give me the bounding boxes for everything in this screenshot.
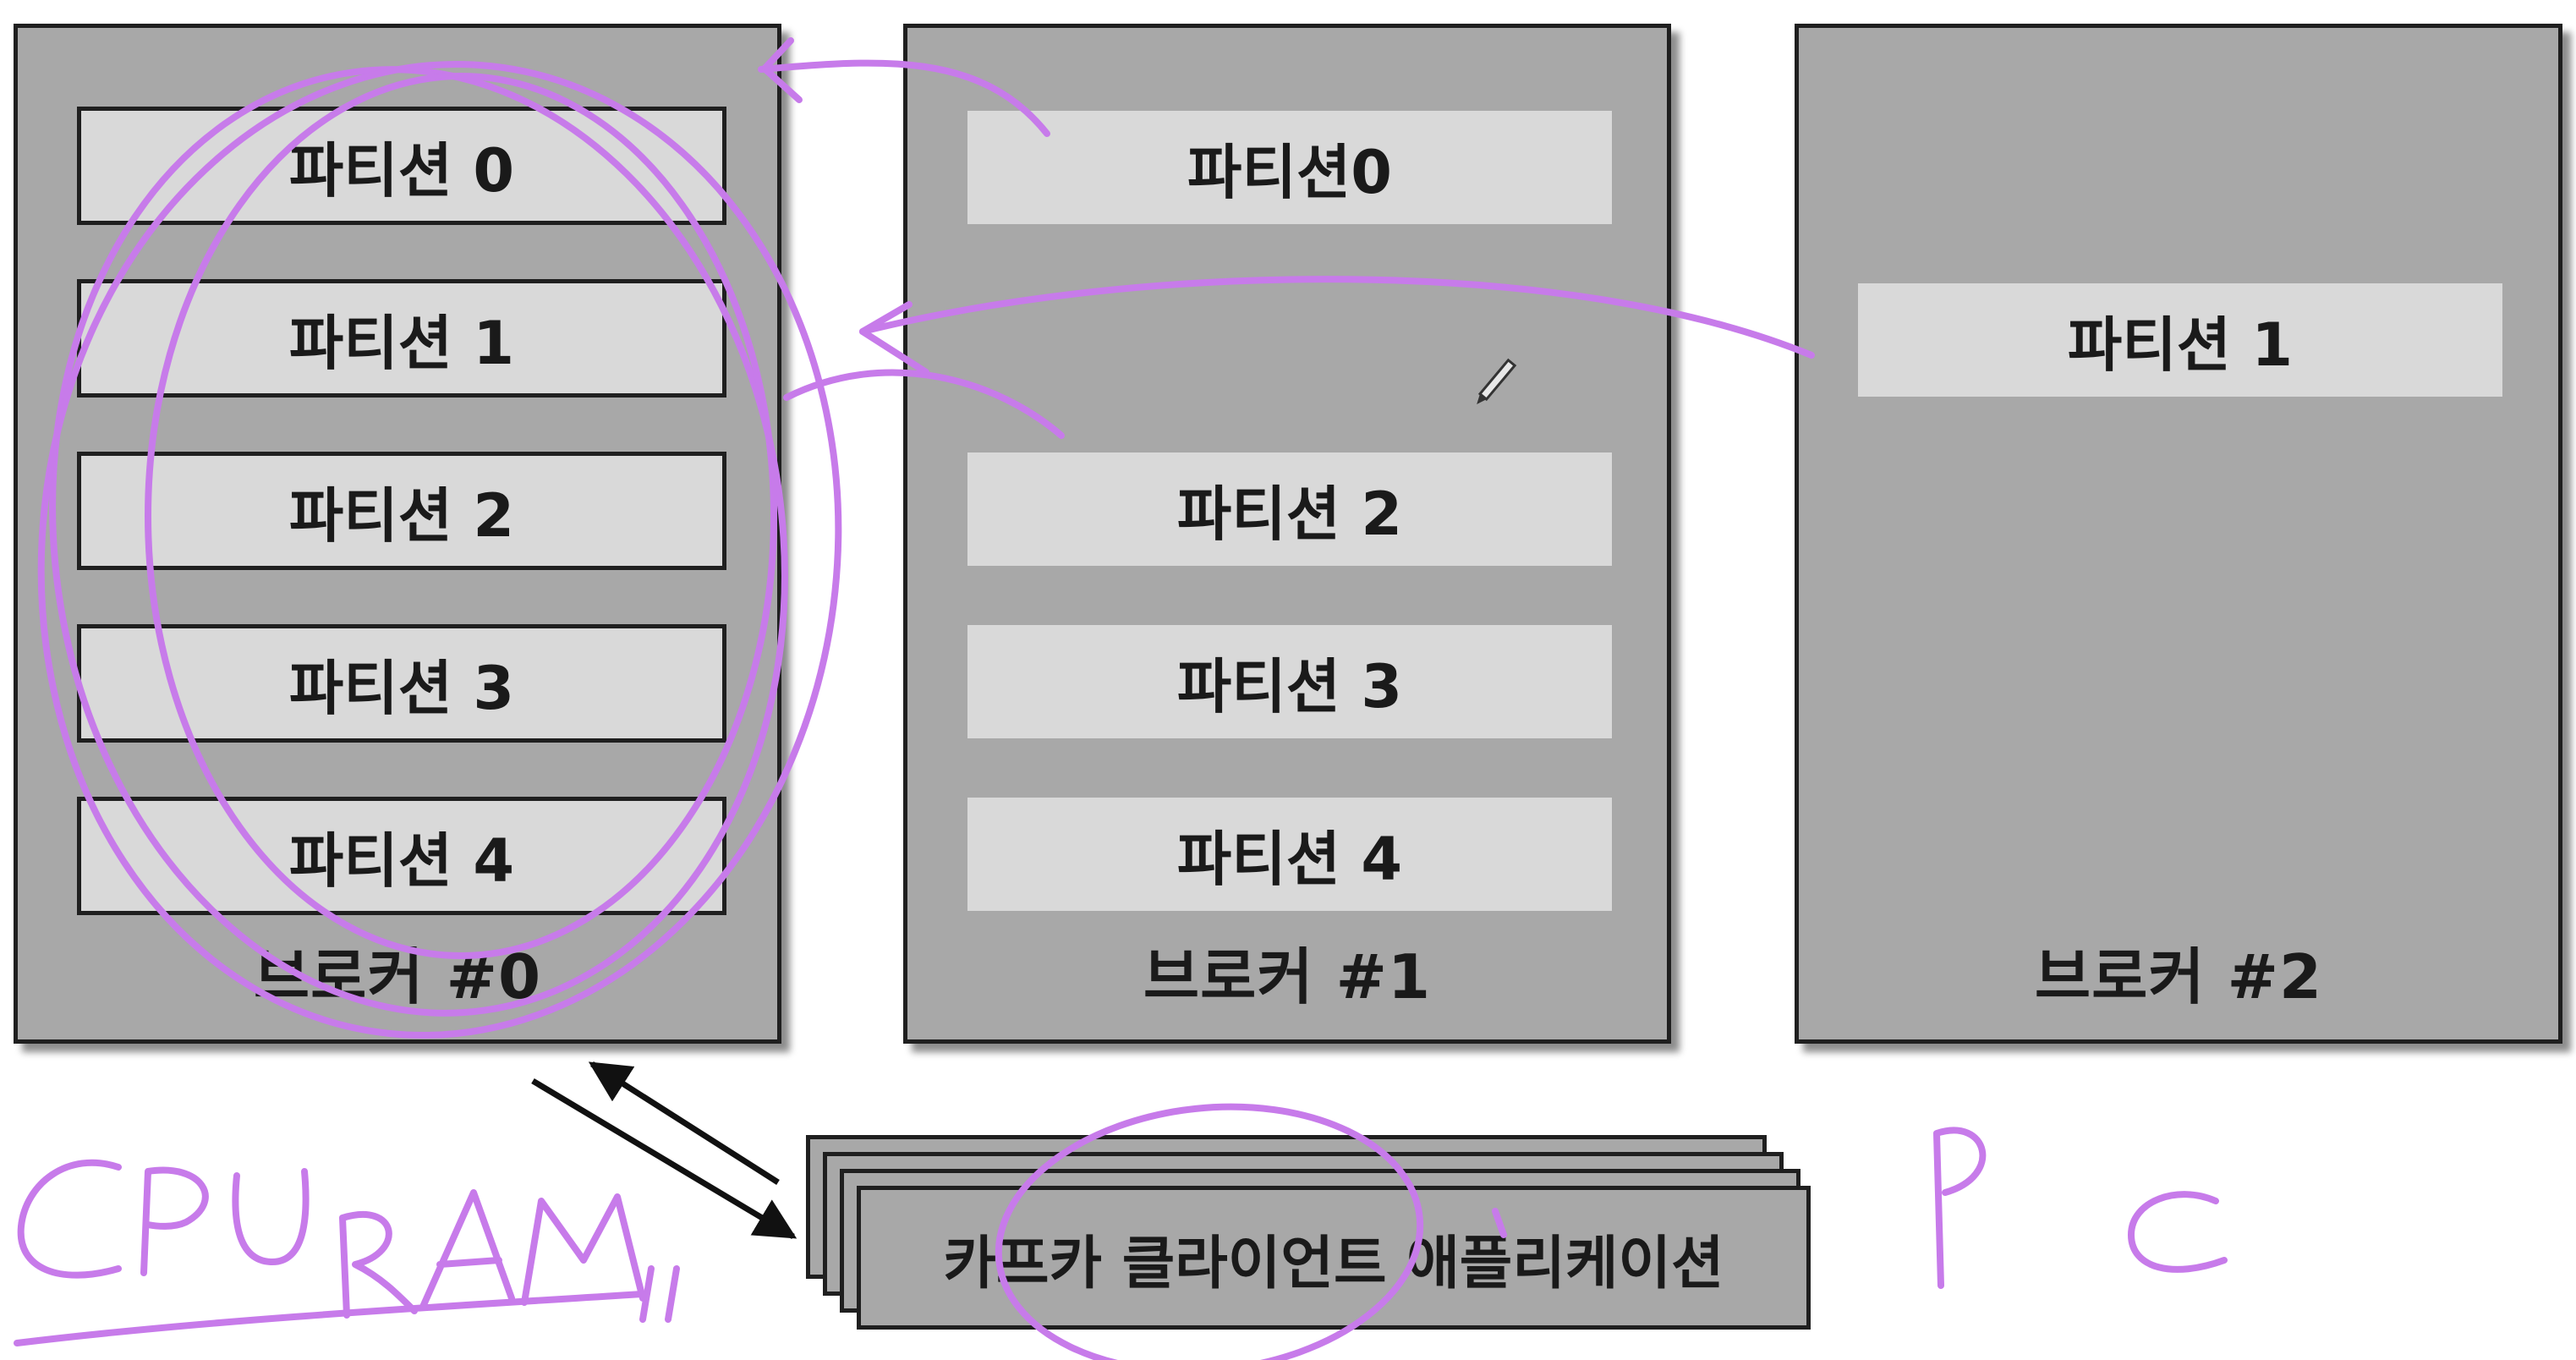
partition-4: 파티션 4 (77, 797, 726, 915)
broker-label: 브로커 #1 (1143, 941, 1432, 1012)
partition-3: 파티션 3 (77, 624, 726, 743)
partition-0: 파티션 0 (77, 107, 726, 225)
broker-2: 파티션 1 브로커 #2 (1795, 24, 2562, 1044)
partition-3-replica: 파티션 3 (967, 625, 1612, 738)
broker-1: 파티션0 파티션 2 파티션 3 파티션 4 브로커 #1 (903, 24, 1671, 1044)
handwriting-ram (339, 1210, 418, 1319)
kafka-client-application: 카프카 클라이언트 애플리케이션 (857, 1186, 1811, 1330)
handwriting-pc (1933, 1127, 1987, 1289)
partition-1: 파티션 1 (77, 279, 726, 398)
broker-label: 브로커 #2 (2034, 941, 2323, 1012)
partition-1-replica: 파티션 1 (1858, 283, 2502, 397)
underline-annotation (14, 1291, 646, 1346)
partition-4-replica: 파티션 4 (967, 798, 1612, 911)
broker-0: 파티션 0 파티션 1 파티션 2 파티션 3 파티션 4 브로커 #0 (14, 24, 781, 1044)
partition-2: 파티션 2 (77, 452, 726, 570)
partition-2-replica: 파티션 2 (967, 452, 1612, 566)
handwriting-cpu (17, 1159, 122, 1279)
partition-0-replica: 파티션0 (967, 111, 1612, 224)
broker-label: 브로커 #0 (253, 941, 542, 1012)
